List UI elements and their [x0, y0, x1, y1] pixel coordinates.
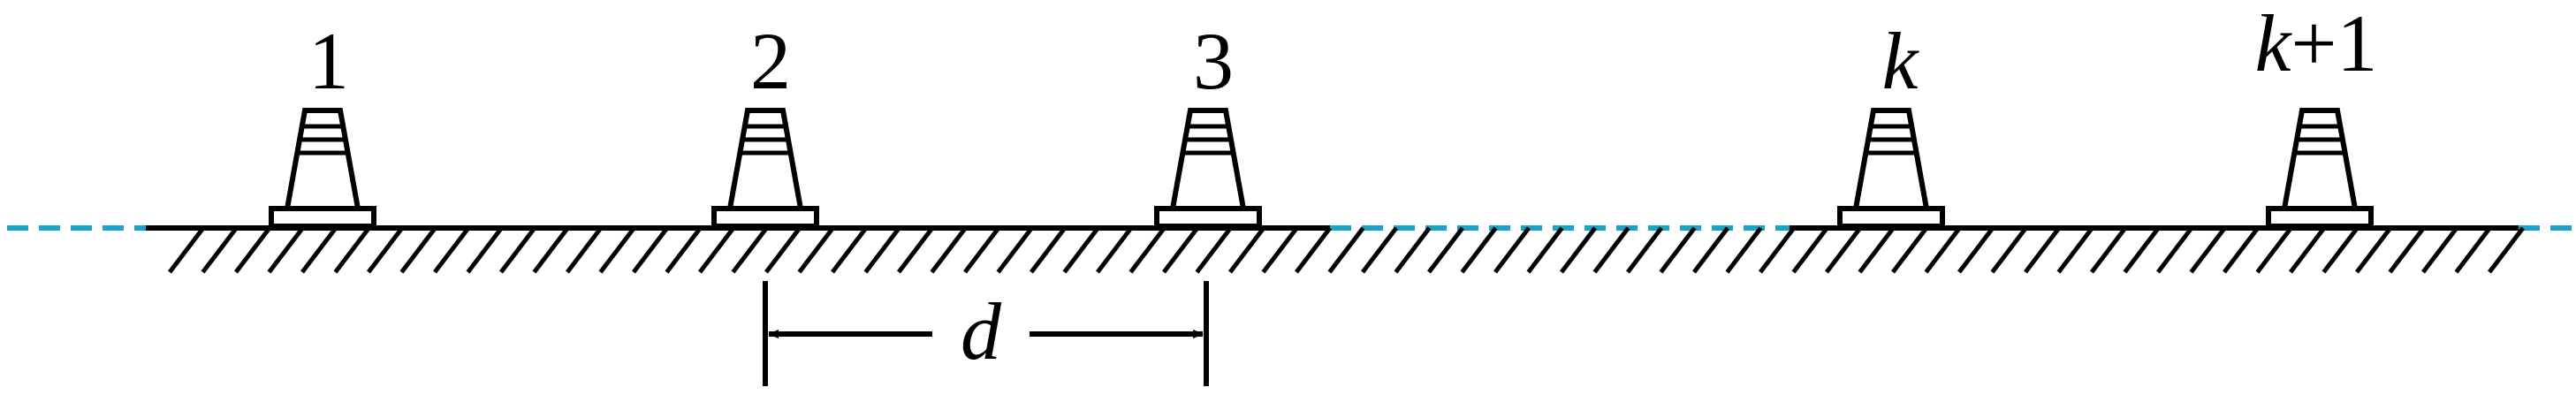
hatch-stroke [1460, 226, 1498, 274]
hatch-stroke [566, 226, 603, 274]
hatch-stroke [2388, 226, 2426, 274]
hatch-stroke [1327, 226, 1365, 274]
hatch-stroke [1195, 226, 1233, 274]
hatch-stroke [2421, 226, 2458, 274]
hatch-stroke [1096, 226, 1133, 274]
hatch-stroke [1592, 226, 1630, 274]
hatch-stroke [499, 226, 536, 274]
hatch-stroke [764, 226, 802, 274]
hatch-stroke [1990, 226, 2028, 274]
hatch-stroke [1891, 226, 1928, 274]
hatch-stroke [2024, 226, 2061, 274]
hatch-stroke [433, 226, 470, 274]
hatch-stroke [2223, 226, 2260, 274]
cone-1 [269, 108, 376, 229]
hatch-stroke [1759, 226, 1796, 274]
hatch-stroke [1924, 226, 1962, 274]
hatch-stroke [930, 226, 968, 274]
cone-2 [711, 108, 819, 229]
hatch-stroke [1128, 226, 1166, 274]
cone-3 [1154, 108, 1262, 229]
hatch-stroke [1394, 226, 1432, 274]
hatch-stroke [1162, 226, 1199, 274]
cone-label-1: 1 [308, 16, 349, 106]
hatch-stroke [2056, 226, 2094, 274]
hatch-stroke [1295, 226, 1332, 274]
hatch-stroke [831, 226, 868, 274]
hatch-stroke [863, 226, 901, 274]
hatch-stroke [598, 226, 636, 274]
hatch-stroke [2488, 226, 2525, 274]
hatch-stroke [2255, 226, 2293, 274]
hatch-stroke [1626, 226, 1663, 274]
hatch-stroke [2355, 226, 2392, 274]
hatch-stroke [1560, 226, 1597, 274]
hatch-stroke [1692, 226, 1729, 274]
cone-label-3: 3 [1193, 16, 1234, 106]
hatch-stroke [333, 226, 371, 274]
cone-k [1837, 108, 1945, 229]
hatch-stroke [2321, 226, 2359, 274]
hatch-stroke [201, 226, 239, 274]
hatch-stroke [1957, 226, 1995, 274]
hatch-stroke [897, 226, 934, 274]
hatch-stroke [731, 226, 769, 274]
hatch-stroke [234, 226, 271, 274]
hatch-stroke [399, 226, 437, 274]
cone-base [2266, 206, 2374, 229]
spacing-label-d: d [961, 286, 1002, 376]
hatch-stroke [1791, 226, 1829, 274]
hatch-stroke [168, 226, 205, 274]
cone-base [711, 206, 819, 229]
hatch-stroke [1725, 226, 1763, 274]
hatch-stroke [1427, 226, 1464, 274]
hatch-stroke [797, 226, 835, 274]
hatch-stroke [996, 226, 1034, 274]
spacing-dimension: d [763, 281, 1209, 386]
hatch-stroke [1062, 226, 1100, 274]
cone-label-k: k [1882, 16, 1920, 106]
hatch-stroke [532, 226, 570, 274]
cone-body [285, 108, 361, 209]
cone-label-2: 2 [750, 16, 791, 106]
hatch-stroke [2090, 226, 2127, 274]
hatch-stroke [1361, 226, 1398, 274]
hatch-stroke [367, 226, 404, 274]
cone-k-plus-1 [2266, 108, 2374, 229]
cone-base [1154, 206, 1262, 229]
hatch-stroke [2156, 226, 2193, 274]
hatch-stroke [632, 226, 669, 274]
hatch-stroke [1825, 226, 1862, 274]
cone-base [269, 206, 376, 229]
cone-body [727, 108, 803, 209]
cone-body [2282, 108, 2358, 209]
hatch-stroke [2454, 226, 2492, 274]
cone-base [1837, 206, 1945, 229]
cone-body [1853, 108, 1929, 209]
ground-hatching [168, 226, 2525, 274]
hatch-stroke [963, 226, 1000, 274]
hatch-stroke [2289, 226, 2326, 274]
cone-body [1170, 108, 1246, 209]
hatch-stroke [1030, 226, 1067, 274]
hatch-stroke [300, 226, 338, 274]
hatch-stroke [267, 226, 305, 274]
hatch-stroke [1659, 226, 1697, 274]
hatch-stroke [466, 226, 504, 274]
hatch-stroke [1493, 226, 1531, 274]
hatch-stroke [1858, 226, 1896, 274]
hatch-stroke [665, 226, 703, 274]
hatch-stroke [698, 226, 735, 274]
hatch-stroke [2189, 226, 2227, 274]
hatch-stroke [2123, 226, 2161, 274]
cone-label-k-plus-1: k+1 [2255, 0, 2378, 88]
hatch-stroke [1261, 226, 1299, 274]
traffic-cones [269, 108, 2374, 229]
hatch-stroke [1228, 226, 1265, 274]
hatch-stroke [1526, 226, 1564, 274]
